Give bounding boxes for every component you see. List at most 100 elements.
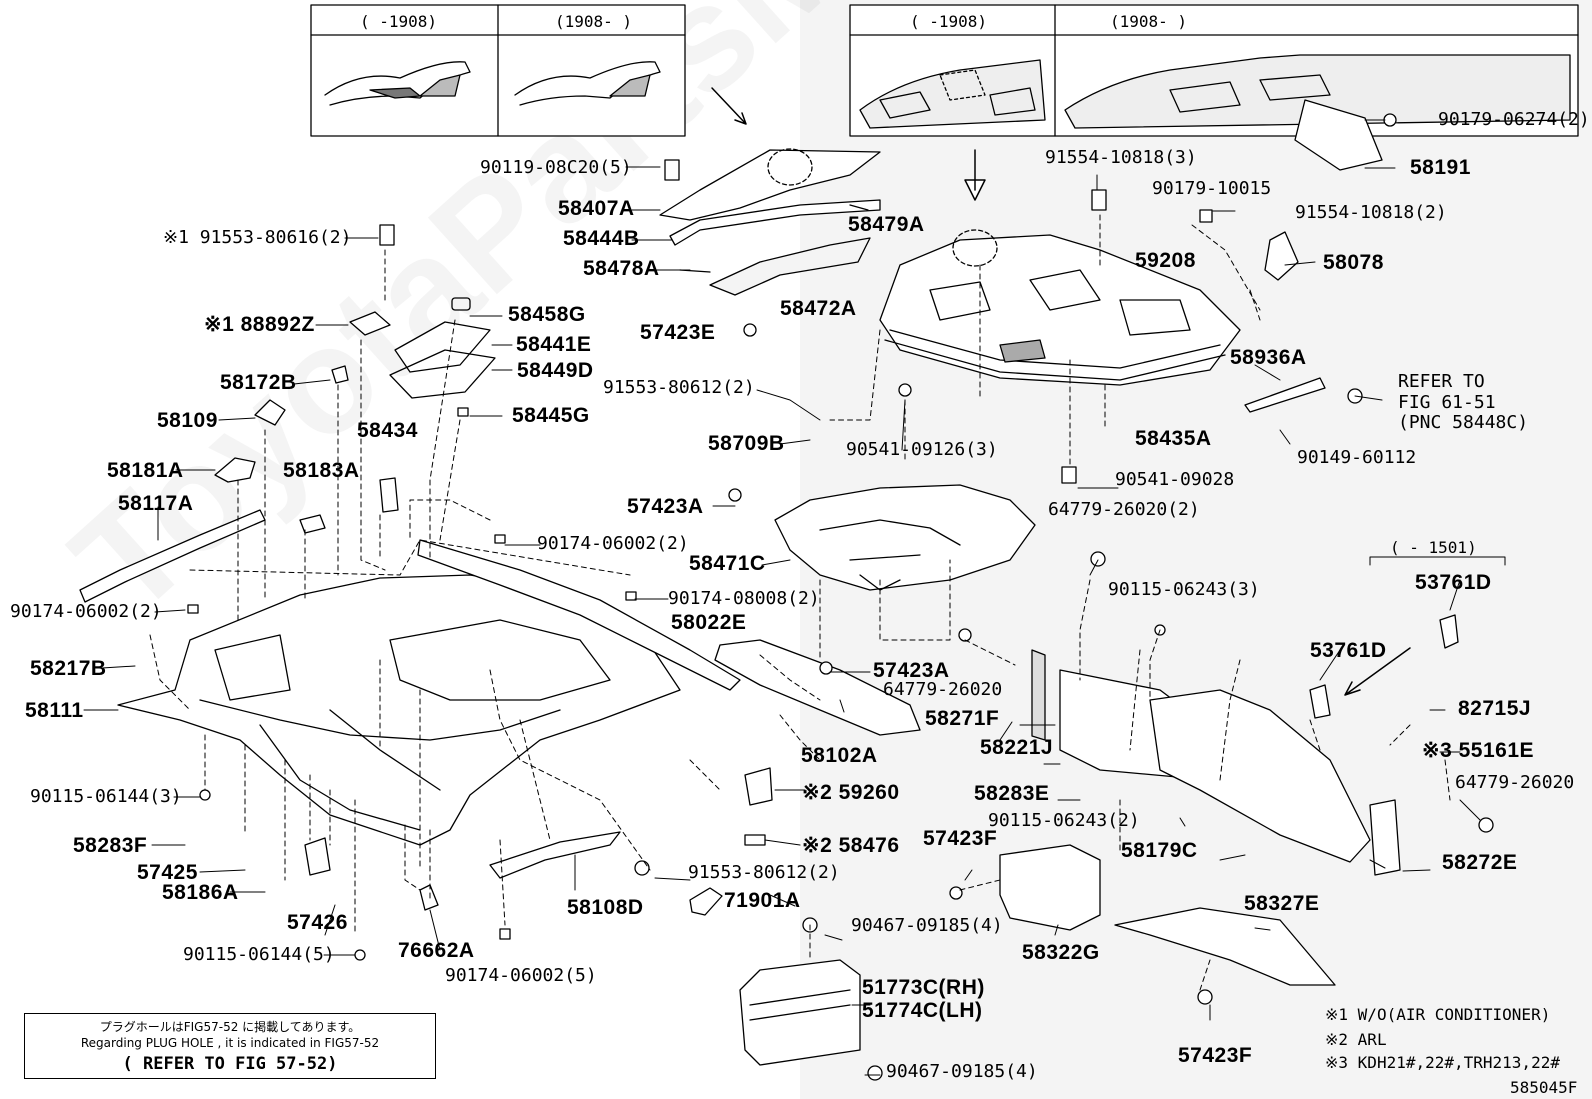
part-label-58022E[interactable]: 58022E [671, 611, 747, 634]
cross-member-58102A-art [714, 639, 921, 736]
part-label-64779-26020-b[interactable]: 64779-26020 [883, 679, 1003, 700]
part-label-58191[interactable]: 58191 [1410, 156, 1471, 179]
callout-1501-label: ( - 1501) [1390, 538, 1477, 557]
part-label-58434[interactable]: 58434 [357, 419, 418, 442]
leader-lines [83, 119, 1481, 1076]
part-label-58221J[interactable]: 58221J [980, 736, 1054, 759]
part-label-58181A[interactable]: 58181A [107, 459, 184, 482]
part-label-90467-09185-b[interactable]: 90467-09185(4) [886, 1061, 1038, 1082]
part-label-57425[interactable]: 57425 [137, 861, 198, 884]
part-label-58078[interactable]: 58078 [1323, 251, 1384, 274]
part-label-59208[interactable]: 59208 [1135, 249, 1196, 272]
part-label-91553-80616[interactable]: ※1 91553-80616(2) [163, 227, 352, 248]
part-label-90541-09126[interactable]: 90541-09126(3) [846, 439, 998, 460]
part-label-64779-26020-a[interactable]: 64779-26020(2) [1048, 499, 1200, 520]
part-label-90179-06274[interactable]: 90179-06274(2) [1438, 109, 1590, 130]
part-label-58709B[interactable]: 58709B [708, 432, 785, 455]
refer-line2[interactable]: FIG 61-51 [1398, 392, 1496, 413]
note-japanese: プラグホールはFIG57-52 に掲載してあります。 [99, 1020, 361, 1034]
part-label-58217B[interactable]: 58217B [30, 657, 107, 680]
part-label-58327E[interactable]: 58327E [1244, 892, 1320, 915]
part-label-57423E[interactable]: 57423E [640, 321, 716, 344]
part-label-58444B[interactable]: 58444B [563, 227, 640, 250]
part-label-58476[interactable]: ※2 58476 [802, 834, 900, 857]
refer-line1[interactable]: REFER TO [1398, 371, 1485, 392]
right-inset-drawing [849, 4, 1579, 137]
part-label-58283F[interactable]: 58283F [73, 834, 148, 857]
floor-pan-art [117, 574, 681, 846]
part-label-91554-10818-b[interactable]: 91554-10818(2) [1295, 202, 1447, 223]
part-label-58449D[interactable]: 58449D [517, 359, 594, 382]
part-label-58109[interactable]: 58109 [157, 409, 218, 432]
part-label-51774C[interactable]: 51774C(LH) [862, 999, 983, 1022]
part-label-51773C[interactable]: 51773C(RH) [862, 976, 985, 999]
part-label-58186A[interactable]: 58186A [162, 881, 239, 904]
part-label-58117A[interactable]: 58117A [118, 492, 194, 515]
part-label-55161E[interactable]: ※3 55161E [1422, 739, 1535, 762]
part-label-58478A[interactable]: 58478A [583, 257, 660, 280]
part-label-76662A[interactable]: 76662A [398, 939, 475, 962]
part-label-90174-06002-b[interactable]: 90174-06002(2) [537, 533, 689, 554]
part-label-58471C[interactable]: 58471C [689, 552, 766, 575]
part-label-90174-06002-a[interactable]: 90174-06002(2) [10, 601, 162, 622]
part-label-58111[interactable]: 58111 [25, 699, 84, 722]
part-label-90149-60112[interactable]: 90149-60112 [1297, 447, 1417, 468]
part-label-91554-10818-a[interactable]: 91554-10818(3) [1045, 147, 1197, 168]
note-refer-link[interactable]: ( REFER TO FIG 57-52) [122, 1054, 338, 1074]
part-label-57423A-bottom[interactable]: 57423A [873, 659, 950, 682]
part-label-58479A[interactable]: 58479A [848, 213, 925, 236]
part-label-90541-09028[interactable]: 90541-09028 [1115, 469, 1235, 490]
part-label-58108D[interactable]: 58108D [567, 896, 644, 919]
part-label-90179-10015[interactable]: 90179-10015 [1152, 178, 1272, 199]
part-label-58936A[interactable]: 58936A [1230, 346, 1307, 369]
part-label-90115-06243-a[interactable]: 90115-06243(3) [1108, 579, 1260, 600]
part-label-58183A[interactable]: 58183A [283, 459, 360, 482]
left-inset-drawing [310, 4, 686, 137]
part-label-58322G[interactable]: 58322G [1022, 941, 1100, 964]
part-label-64779-26020-c[interactable]: 64779-26020 [1455, 772, 1575, 793]
part-label-58458G[interactable]: 58458G [508, 303, 586, 326]
part-label-53761D-a[interactable]: 53761D [1415, 571, 1492, 594]
part-label-57426[interactable]: 57426 [287, 911, 348, 934]
part-label-58445G[interactable]: 58445G [512, 404, 590, 427]
part-label-58102A[interactable]: 58102A [801, 744, 878, 767]
part-label-58407A[interactable]: 58407A [558, 197, 635, 220]
part-label-57423A-top[interactable]: 57423A [627, 495, 704, 518]
part-label-58179C[interactable]: 58179C [1121, 839, 1198, 862]
part-label-53761D-b[interactable]: 53761D [1310, 639, 1387, 662]
part-label-71901A[interactable]: 71901A [724, 889, 801, 912]
left-inset-before-label: ( -1908) [360, 12, 438, 31]
service-cover-art [389, 297, 496, 417]
part-label-58271F[interactable]: 58271F [925, 707, 1000, 730]
footnote-1: ※1 W/O(AIR CONDITIONER) [1325, 1005, 1551, 1024]
part-label-90115-06144-a[interactable]: 90115-06144(3) [30, 786, 182, 807]
rocker-panel-art [739, 959, 861, 1066]
rear-cross-member-art [659, 148, 881, 296]
part-label-58172B[interactable]: 58172B [220, 371, 297, 394]
part-label-90174-08008[interactable]: 90174-08008(2) [668, 588, 820, 609]
footnote-2: ※2 ARL [1325, 1030, 1387, 1049]
part-label-59260[interactable]: ※2 59260 [802, 781, 900, 804]
part-label-90467-09185-a[interactable]: 90467-09185(4) [851, 915, 1003, 936]
figure-code: 585045F [1510, 1078, 1578, 1097]
part-label-82715J[interactable]: 82715J [1458, 697, 1532, 720]
part-label-90115-06144-b[interactable]: 90115-06144(5) [183, 944, 335, 965]
part-label-58435A[interactable]: 58435A [1135, 427, 1212, 450]
part-label-91553-80612-a[interactable]: 91553-80612(2) [603, 377, 755, 398]
part-label-58441E[interactable]: 58441E [516, 333, 592, 356]
right-inset-before-label: ( -1908) [910, 12, 988, 31]
rail-58022E-art [417, 539, 741, 691]
part-label-57423F-a[interactable]: 57423F [923, 827, 998, 850]
part-label-90174-06002-c[interactable]: 90174-06002(5) [445, 965, 597, 986]
part-label-58472A[interactable]: 58472A [780, 297, 857, 320]
part-label-91553-80612-b[interactable]: 91553-80612(2) [688, 862, 840, 883]
part-label-88892Z[interactable]: ※1 88892Z [204, 313, 315, 336]
part-label-58283E[interactable]: 58283E [974, 782, 1050, 805]
part-label-90119-08C20[interactable]: 90119-08C20(5) [480, 157, 632, 178]
part-label-58272E[interactable]: 58272E [1442, 851, 1518, 874]
part-label-90115-06243-b[interactable]: 90115-06243(2) [988, 810, 1140, 831]
part-label-57423F-b[interactable]: 57423F [1178, 1044, 1253, 1067]
refer-line3[interactable]: (PNC 58448C) [1398, 412, 1529, 433]
